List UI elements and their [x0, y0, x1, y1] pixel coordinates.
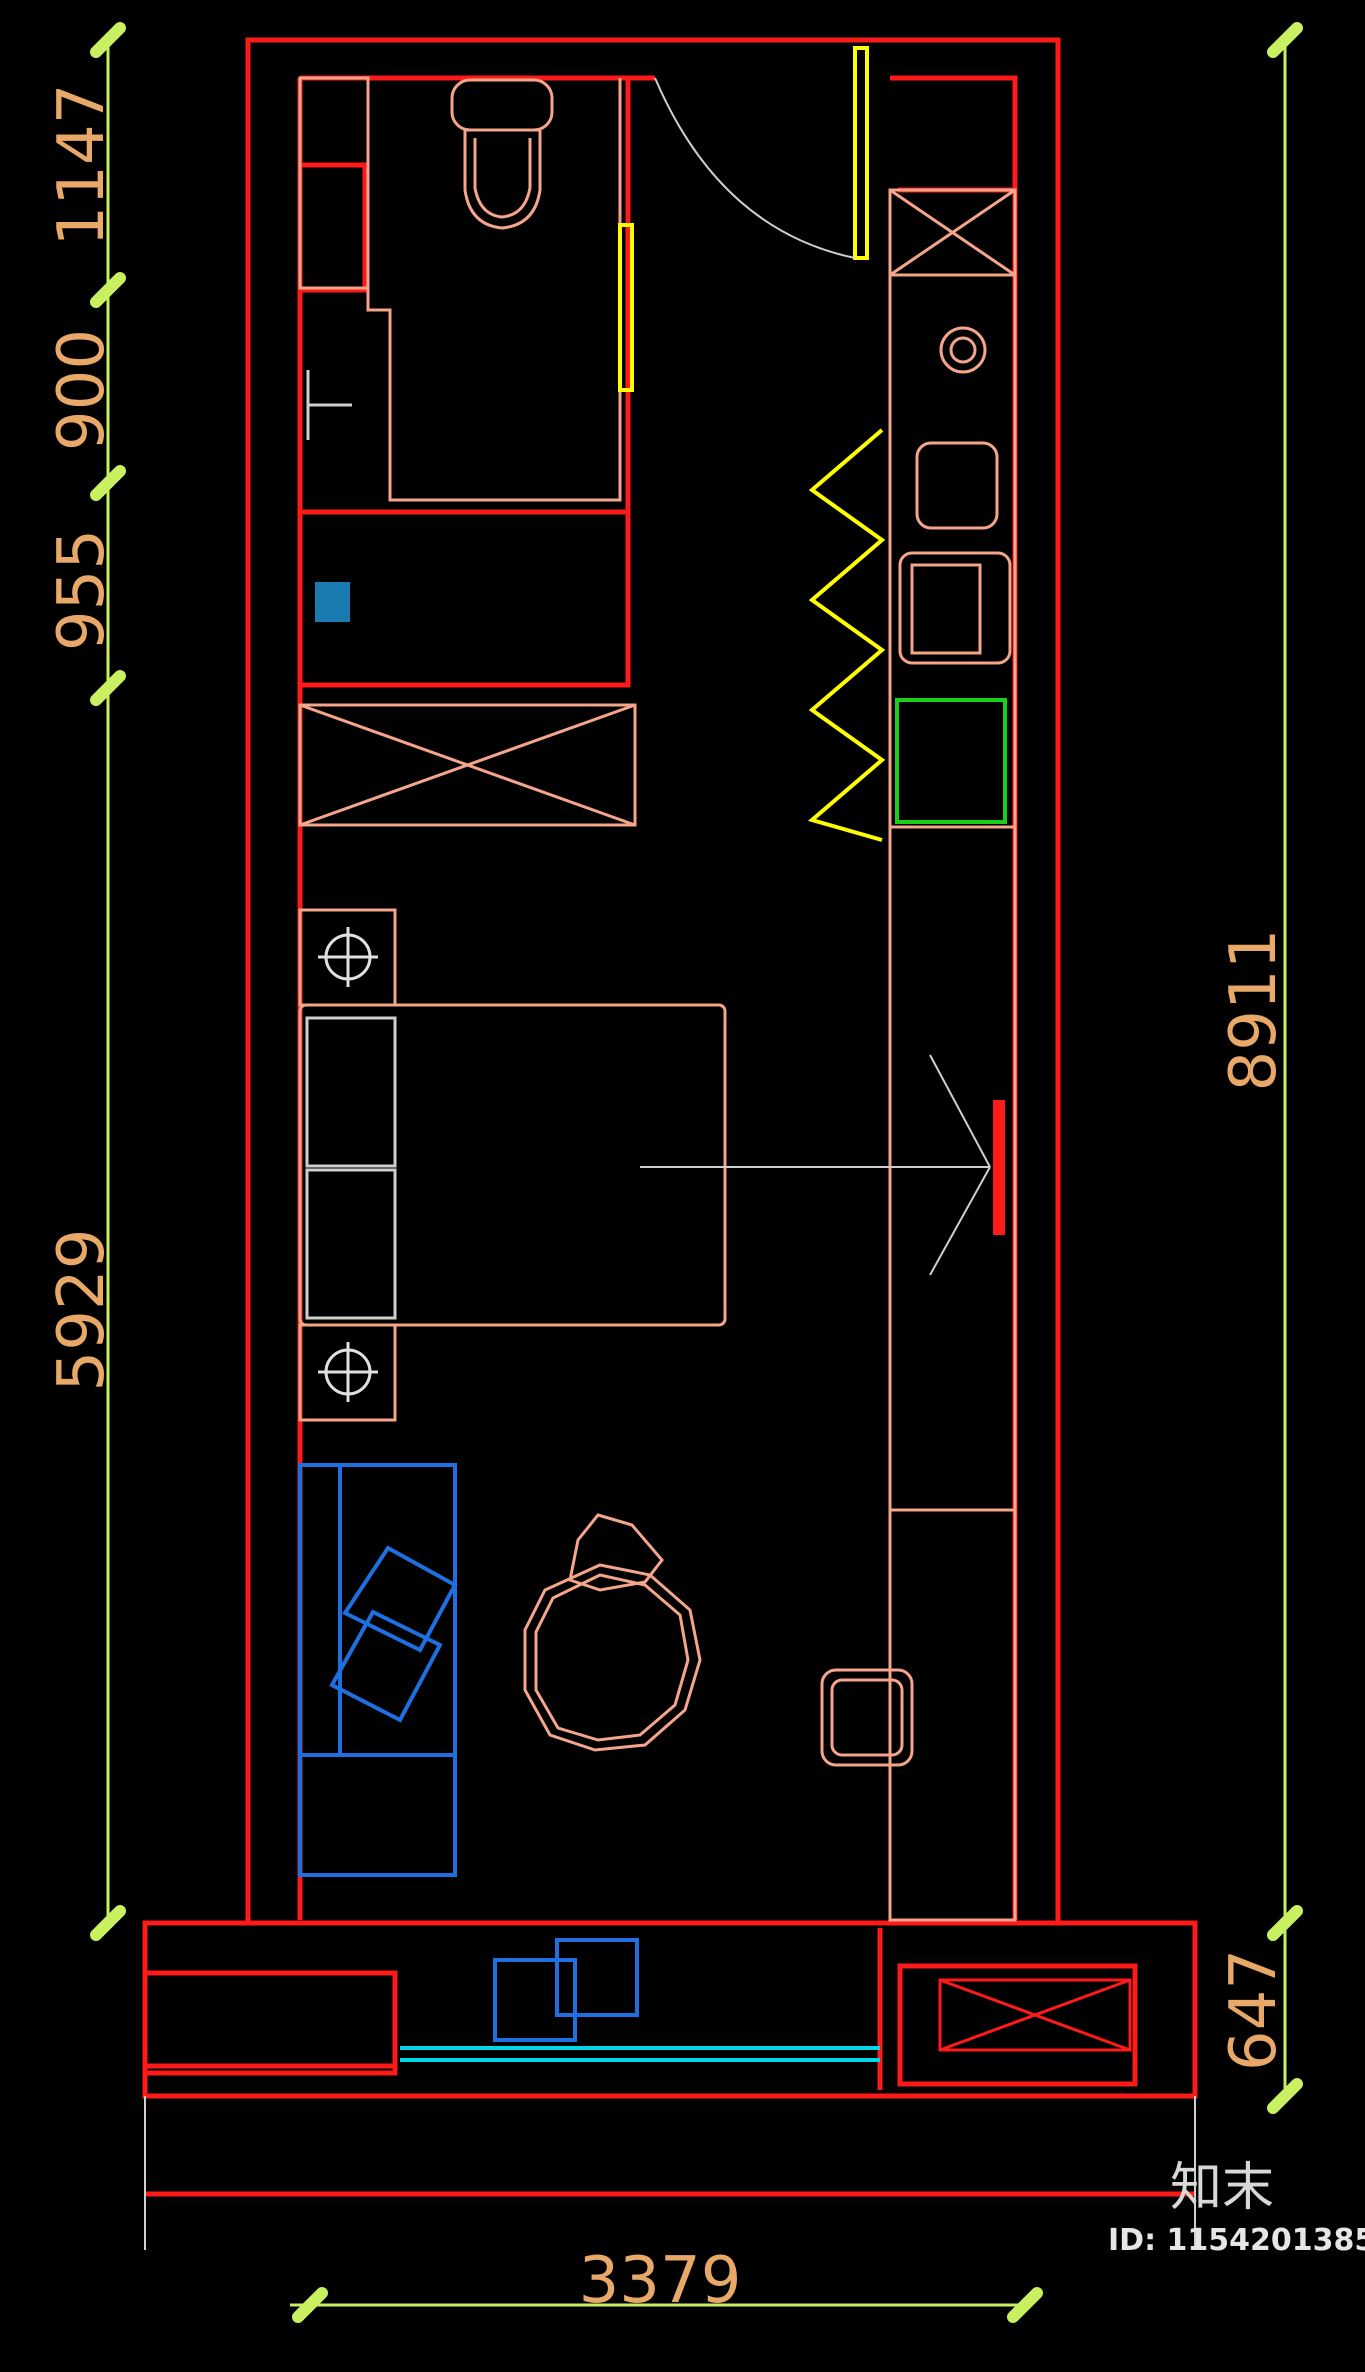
green-appliance: [895, 698, 1007, 824]
kitchen-sink: [915, 441, 999, 530]
bathroom-door: [618, 223, 634, 392]
kitchen-stove-inner: [910, 563, 982, 655]
kitchen-stove: [898, 551, 1012, 665]
balcony-cabinet-left: [142, 1970, 398, 2076]
watermark-id: ID: 1154201385: [1108, 2223, 1365, 2258]
dimension-lines: [106, 40, 1287, 2307]
dim-left-955: 955: [45, 529, 119, 651]
kitchen-fan-inner: [949, 336, 977, 364]
dining-table: [523, 1563, 702, 1752]
toilet-bowl: [463, 128, 542, 230]
lamp-symbols: [318, 927, 378, 1402]
desk-chair: [820, 1668, 914, 1767]
wardrobe: [298, 703, 637, 827]
bathroom-wall: [300, 78, 631, 688]
dining-chair: [568, 1513, 664, 1592]
balcony-chair-1: [493, 1958, 577, 2042]
outer-wall: [245, 37, 1061, 1923]
toilet-seat: [473, 138, 532, 219]
door-swing-arc: [654, 77, 856, 259]
bathroom-faucet: [306, 370, 352, 440]
dim-right-647: 647: [1217, 1949, 1291, 2071]
doors: [618, 46, 886, 842]
water-heater: [315, 582, 350, 622]
shower-box: [300, 162, 368, 293]
wardrobe-cross-2: [299, 703, 636, 827]
kitchen-top-cabinet: [888, 188, 1017, 277]
fridge-box: [898, 75, 1018, 193]
tv-view-lines: [640, 1054, 991, 1276]
bathroom-cabinet: [298, 76, 370, 290]
cushion-2: [329, 1609, 443, 1723]
balcony-glass: [400, 2046, 880, 2062]
dimension-labels: 1147 900 955 5929 8911 647 3379: [45, 84, 1291, 2318]
desk-chair-inner: [830, 1678, 904, 1757]
balcony-cabinet-right: [897, 1963, 1138, 2087]
balcony-chair-2: [555, 1938, 639, 2017]
toilet-tank: [450, 78, 554, 132]
bed-pillow-top: [305, 1016, 397, 1168]
desk-strip: [888, 825, 1017, 1922]
kitchen-top-cross-2: [889, 188, 1016, 277]
dim-left-1147: 1147: [45, 84, 119, 247]
sofa-frame: [298, 1463, 457, 1877]
dim-bottom-3379: 3379: [579, 2244, 742, 2318]
kitchen-fan: [939, 326, 987, 374]
folding-door: [807, 428, 886, 842]
bathroom-vanity: [366, 78, 622, 502]
balcony-outer-wall: [142, 1920, 1198, 2099]
extension-lines: [144, 2096, 1196, 2250]
dimension-ticks: [90, 22, 1303, 2323]
tv: [993, 1100, 1005, 1235]
dim-left-5929: 5929: [45, 1229, 119, 1392]
cushion-1: [342, 1545, 458, 1653]
balcony-cabinet-cross: [938, 1978, 1132, 2052]
dim-left-900: 900: [45, 329, 119, 451]
dim-right-8911: 8911: [1217, 929, 1291, 1092]
bed-pillow-bottom: [305, 1168, 397, 1320]
watermark: 知末 ID: 1154201385: [1108, 2158, 1365, 2258]
dining-table-inner: [534, 1573, 690, 1742]
entry-door: [853, 46, 869, 260]
sofa: [298, 1463, 639, 2042]
walls: [142, 37, 1198, 2197]
furniture: [298, 76, 1017, 1922]
watermark-logo: 知末: [1170, 2158, 1274, 2218]
bed: [298, 1003, 727, 1327]
